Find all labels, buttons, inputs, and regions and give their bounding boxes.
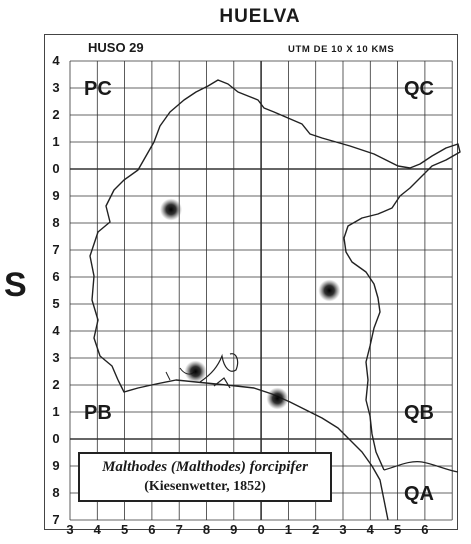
x-tick-label: 3 — [339, 522, 347, 537]
x-tick-label: 5 — [393, 522, 402, 537]
x-tick-label: 6 — [421, 522, 429, 537]
zone-label: HUSO 29 — [88, 40, 144, 55]
square-label-qc: QC — [404, 78, 434, 100]
y-tick-label: 9 — [52, 458, 60, 473]
side-letter: S — [4, 266, 27, 304]
x-tick-label: 4 — [93, 522, 101, 537]
y-tick-label: 8 — [52, 215, 60, 230]
x-tick-label: 6 — [148, 522, 156, 537]
record-dot — [266, 387, 289, 410]
y-tick-label: 1 — [52, 404, 60, 419]
x-tick-label: 9 — [230, 522, 238, 537]
x-tick-label: 8 — [202, 522, 211, 537]
map-title: HUELVA — [219, 6, 301, 27]
y-tick-label: 2 — [52, 107, 60, 122]
y-tick-label: 8 — [52, 485, 60, 500]
y-tick-label: 1 — [52, 134, 60, 149]
species-author: (Kiesenwetter, 1852) — [144, 479, 266, 494]
y-tick-label: 4 — [52, 323, 60, 338]
x-tick-label: 0 — [257, 522, 265, 537]
utm-grid — [69, 60, 453, 521]
y-tick-label: 4 — [52, 53, 60, 68]
river-guadiana — [383, 461, 459, 473]
y-tick-label: 0 — [52, 431, 60, 446]
x-tick-label: 1 — [284, 522, 292, 537]
y-tick-label: 0 — [52, 161, 60, 176]
square-label-qa: QA — [404, 483, 434, 505]
y-tick-label: 9 — [52, 188, 60, 203]
record-dot — [318, 279, 341, 302]
legend-box: Malthodes (Malthodes) forcipifer (Kiesen… — [78, 452, 332, 502]
y-tick-label: 5 — [52, 296, 60, 311]
square-label-pb: PB — [84, 402, 112, 424]
x-tick-label: 2 — [312, 522, 320, 537]
x-tick-label: 4 — [366, 522, 374, 537]
x-tick-label: 5 — [120, 522, 129, 537]
y-tick-label: 6 — [52, 269, 60, 284]
grid-label: UTM DE 10 X 10 KMS — [288, 44, 395, 55]
river-estuary — [199, 353, 239, 389]
x-tick-label: 3 — [66, 522, 74, 537]
y-tick-label: 3 — [52, 80, 60, 95]
record-dot — [160, 198, 183, 221]
y-tick-label: 7 — [52, 242, 60, 257]
y-tick-label: 3 — [52, 350, 60, 365]
map-frame — [44, 34, 458, 530]
species-name: Malthodes (Malthodes) forcipifer — [102, 459, 308, 475]
province-border — [89, 79, 461, 471]
y-tick-label: 2 — [52, 377, 60, 392]
square-label-pc: PC — [84, 78, 112, 100]
x-tick-label: 7 — [175, 522, 183, 537]
record-dot — [184, 360, 207, 383]
y-tick-label: 7 — [52, 512, 60, 527]
record-dots — [160, 198, 341, 410]
square-label-qb: QB — [404, 402, 434, 424]
